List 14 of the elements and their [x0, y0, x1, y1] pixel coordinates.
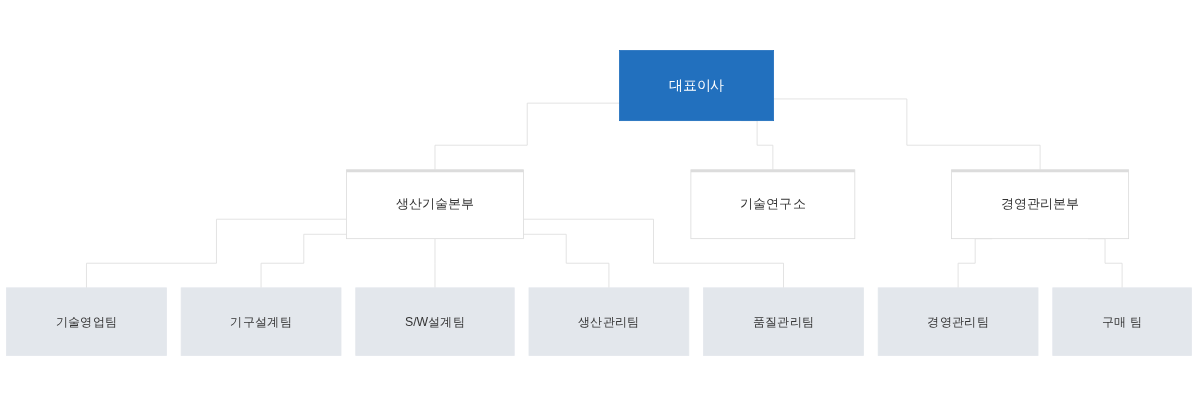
node-box: 생산관리팀: [528, 287, 690, 356]
connector: [773, 98, 1041, 171]
node-box: 품질관리팀: [703, 287, 864, 356]
node-box: 대표이사: [619, 50, 774, 122]
connector: [523, 218, 784, 289]
node-box: 기술영업팀: [6, 287, 167, 356]
connector: [434, 102, 620, 171]
node-box: S/W설계팀: [355, 287, 515, 356]
node-box: 경영관리팀: [877, 287, 1039, 356]
connector: [260, 233, 347, 289]
connector: [86, 218, 347, 289]
node-box: 기구설계팀: [180, 287, 342, 356]
connector: [523, 233, 610, 289]
node-box: 구매 팀: [1052, 287, 1192, 356]
